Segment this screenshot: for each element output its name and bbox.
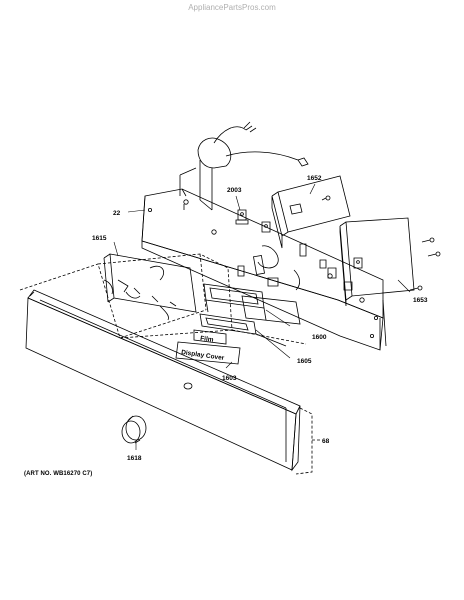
- display-board-left: [104, 254, 196, 312]
- part-number-1652: 1652: [307, 175, 322, 182]
- part-number-1603: 1603: [222, 375, 237, 382]
- part-number-22: 22: [113, 210, 121, 217]
- control-panel-bracket: [142, 189, 386, 350]
- relay-board-right: [320, 218, 440, 306]
- control-knob: [122, 416, 146, 443]
- part-number-1600: 1600: [312, 334, 327, 341]
- display-cover-label: Display Cover: [181, 349, 225, 362]
- display-frame: [204, 284, 300, 324]
- part-number-68: 68: [322, 438, 330, 445]
- led-board: [200, 314, 286, 346]
- film-box: [194, 330, 226, 344]
- part-number-1605: 1605: [297, 358, 312, 365]
- relay-board-upper: [236, 176, 350, 248]
- art-number: (ART NO. WB16270 C7): [24, 471, 93, 477]
- part-number-1653: 1653: [413, 297, 428, 304]
- wire-harness: [180, 122, 308, 210]
- part-number-1618: 1618: [127, 455, 142, 462]
- front-control-panel: [26, 290, 300, 470]
- leader-68: [296, 408, 322, 474]
- part-number-2003: 2003: [227, 187, 242, 194]
- display-cover-box: [176, 342, 240, 364]
- leader-lines: [114, 184, 410, 450]
- watermark: AppliancePartsPros.com: [188, 3, 276, 12]
- part-number-1615: 1615: [92, 235, 107, 242]
- film-label: Film: [200, 335, 214, 344]
